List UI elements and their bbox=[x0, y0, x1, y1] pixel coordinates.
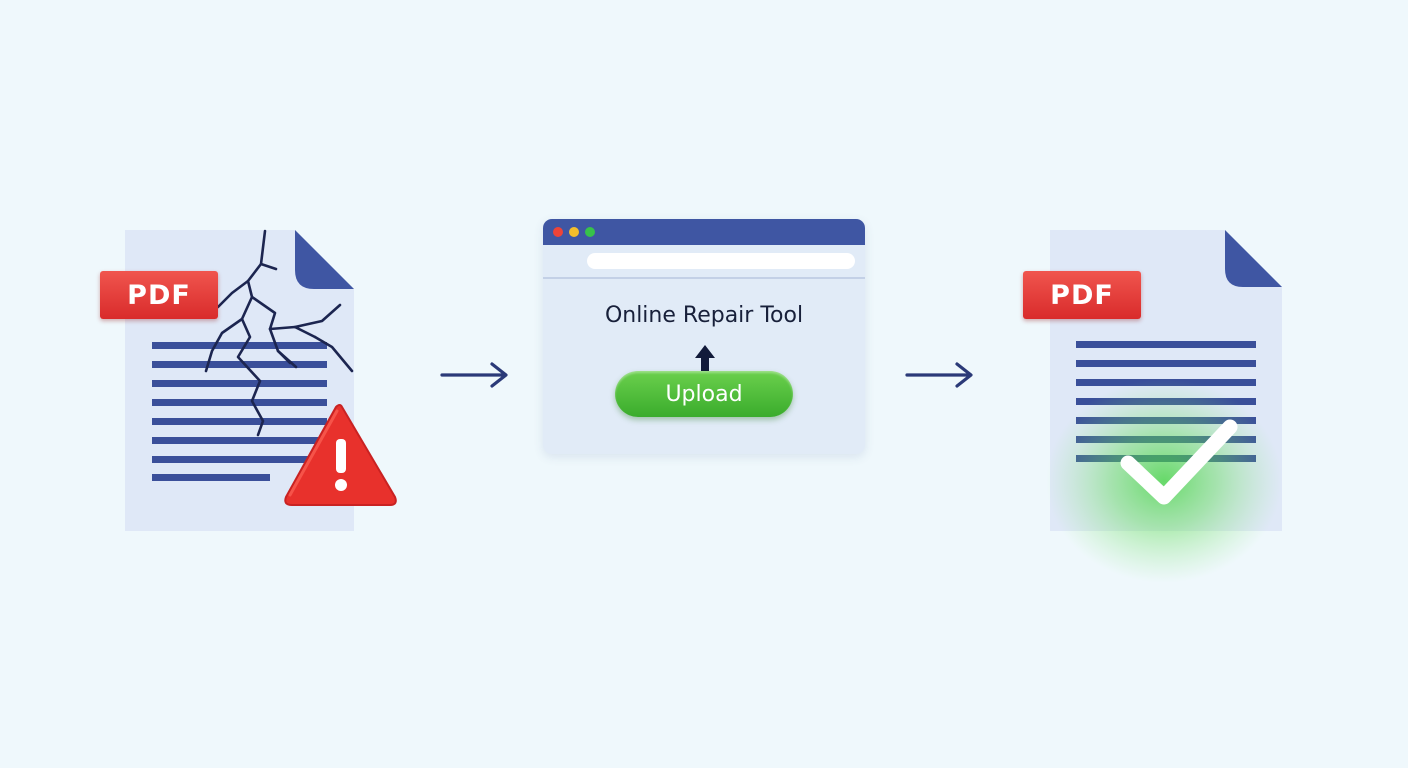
crack-lines bbox=[204, 229, 354, 437]
check-icon bbox=[1120, 419, 1238, 505]
text-lines bbox=[152, 342, 327, 481]
folded-corner bbox=[295, 230, 354, 289]
repaired-pdf-document: PDF bbox=[1022, 229, 1322, 589]
pdf-badge: PDF bbox=[1023, 271, 1141, 319]
repaired-page-graphic bbox=[1046, 230, 1282, 583]
success-glow bbox=[1046, 379, 1282, 583]
window-titlebar bbox=[543, 219, 865, 245]
address-bar[interactable] bbox=[587, 253, 855, 269]
upload-arrow-icon bbox=[695, 345, 715, 377]
pdf-badge: PDF bbox=[100, 271, 218, 319]
tool-title: Online Repair Tool bbox=[604, 303, 804, 328]
damaged-pdf-document: PDF bbox=[100, 229, 400, 539]
arrow-right-icon bbox=[440, 362, 508, 388]
arrow-right-icon bbox=[905, 362, 973, 388]
online-repair-tool-window: Online Repair Tool Upload bbox=[543, 219, 865, 454]
upload-button[interactable]: Upload bbox=[615, 371, 793, 417]
window-dot-red[interactable] bbox=[553, 227, 563, 237]
window-dot-yellow[interactable] bbox=[569, 227, 579, 237]
folded-corner bbox=[1225, 230, 1282, 287]
toolbar-divider bbox=[543, 277, 865, 279]
warning-icon bbox=[284, 404, 397, 506]
window-dot-green[interactable] bbox=[585, 227, 595, 237]
